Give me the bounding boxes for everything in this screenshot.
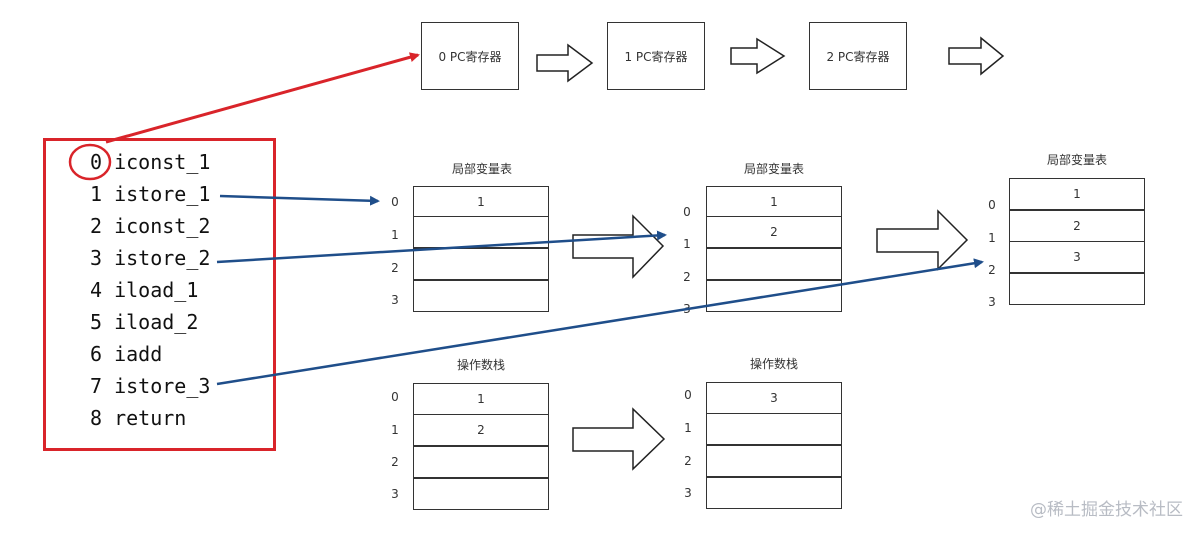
- slot-index: 0: [683, 205, 691, 219]
- slot-index: 2: [391, 455, 399, 469]
- hollow-arrow-icon: [730, 37, 786, 75]
- local-table-cell: [706, 248, 842, 280]
- pc-register-label: 0 PC寄存器: [438, 49, 502, 64]
- local-table-title: 局部变量表: [743, 162, 804, 176]
- pc-pointer-arrow: [105, 52, 420, 144]
- pc-register-label: 2 PC寄存器: [826, 49, 890, 64]
- slot-index: 2: [391, 261, 399, 275]
- bytecode-line: 5 iload_2: [90, 310, 199, 334]
- bytecode-box: [43, 138, 276, 451]
- hollow-arrow-icon: [536, 43, 594, 83]
- slot-index: 2: [684, 454, 692, 468]
- local-table-title: 局部变量表: [1046, 153, 1107, 167]
- operand-stack-title: 操作数栈: [456, 358, 505, 372]
- operand-stack-cell: [706, 477, 842, 509]
- local-table-cell: 3: [1009, 241, 1145, 273]
- store-arrow: [219, 194, 380, 206]
- local-table-cell: 1: [1009, 178, 1145, 210]
- slot-index: 1: [684, 421, 692, 435]
- operand-stack-title: 操作数栈: [749, 357, 798, 371]
- local-table-cell: 2: [706, 216, 842, 248]
- operand-stack-cell: 3: [706, 382, 842, 414]
- hollow-arrow-icon: [876, 209, 969, 271]
- slot-index: 0: [391, 195, 399, 209]
- local-table-cell: [1009, 273, 1145, 305]
- local-table-cell: [413, 248, 549, 280]
- local-table-cell: 2: [1009, 210, 1145, 242]
- operand-stack-cell: [706, 413, 842, 445]
- slot-index: 0: [391, 390, 399, 404]
- operand-stack-cell: 2: [413, 414, 549, 446]
- store-arrow: [216, 258, 984, 386]
- bytecode-line: 4 iload_1: [90, 278, 199, 302]
- bytecode-line: 3 istore_2: [90, 246, 211, 270]
- bytecode-line: 1 istore_1: [90, 182, 211, 206]
- hollow-arrow-icon: [572, 407, 666, 471]
- hollow-arrow-icon: [948, 36, 1005, 76]
- operand-stack-cell: [706, 445, 842, 477]
- pc-register-label: 1 PC寄存器: [624, 49, 688, 64]
- bytecode-line: 7 istore_3: [90, 374, 211, 398]
- slot-index: 0: [684, 388, 692, 402]
- bytecode-line: 8 return: [90, 406, 187, 430]
- slot-index: 1: [391, 423, 399, 437]
- hollow-arrow-icon: [572, 214, 665, 279]
- bytecode-line: 6 iadd: [90, 342, 163, 366]
- slot-index: 3: [391, 293, 399, 307]
- watermark: @稀土掘金技术社区: [1030, 500, 1183, 520]
- slot-index: 1: [391, 228, 399, 242]
- pc-register-box-0: 0 PC寄存器: [421, 22, 519, 90]
- slot-index: 3: [988, 295, 996, 309]
- bytecode-line: 2 iconst_2: [90, 214, 211, 238]
- operand-stack-cell: [413, 446, 549, 478]
- slot-index: 3: [391, 487, 399, 501]
- slot-index: 2: [988, 263, 996, 277]
- operand-stack-cell: [413, 478, 549, 510]
- pc-register-box-1: 1 PC寄存器: [607, 22, 705, 90]
- slot-index: 1: [683, 237, 691, 251]
- local-table-cell: [413, 280, 549, 312]
- pc-register-box-2: 2 PC寄存器: [809, 22, 907, 90]
- slot-index: 0: [988, 198, 996, 212]
- local-table-title: 局部变量表: [451, 162, 512, 176]
- local-table-cell: 1: [413, 186, 549, 218]
- store-arrow: [216, 230, 667, 264]
- current-instruction-highlight: [68, 143, 112, 181]
- slot-index: 3: [684, 486, 692, 500]
- slot-index: 2: [683, 270, 691, 284]
- slot-index: 1: [988, 231, 996, 245]
- bytecode-line: 0 iconst_1: [90, 150, 211, 174]
